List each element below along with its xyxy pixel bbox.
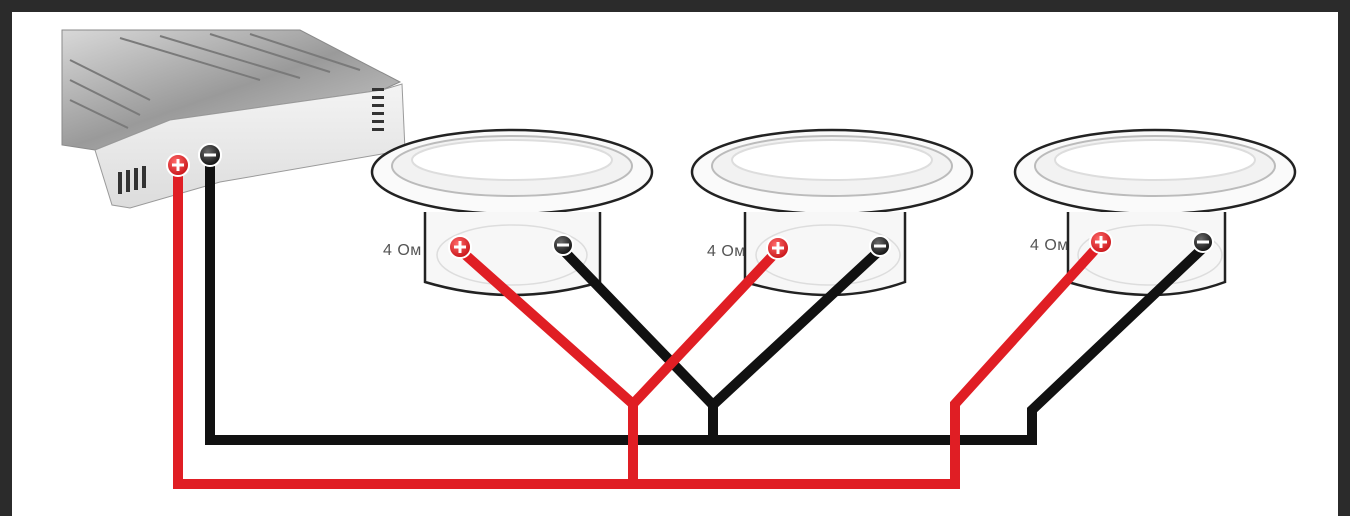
speaker-1-impedance-label: 4 Ом <box>383 242 422 259</box>
speaker-2 <box>690 128 974 297</box>
speaker-3 <box>1013 128 1297 297</box>
heatsink-fins <box>69 33 361 129</box>
diagram-canvas: 4 Ом 4 Ом 4 Ом <box>12 12 1338 516</box>
speaker-2-impedance-label: 4 Ом <box>707 243 746 260</box>
positive-wires <box>173 170 1105 489</box>
speaker-2-negative-wire <box>709 246 884 409</box>
wiring-diagram-svg <box>61 29 1297 489</box>
positive-bus-wire <box>173 170 1105 489</box>
speaker-2-positive-wire <box>629 246 782 408</box>
speaker-1 <box>370 128 654 297</box>
negative-wires <box>205 160 1207 445</box>
amplifier <box>61 29 406 209</box>
negative-bus-wire <box>205 160 1207 445</box>
amplifier-vents <box>118 88 384 194</box>
terminal-overlays <box>166 143 1214 260</box>
speaker-3-impedance-label: 4 Ом <box>1030 237 1069 254</box>
